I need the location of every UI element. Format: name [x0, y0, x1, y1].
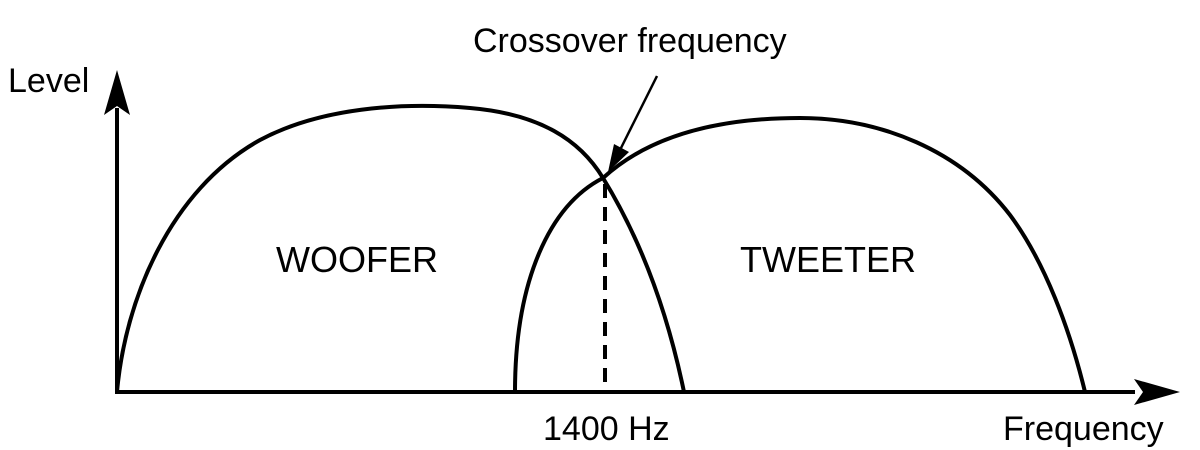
x-axis-arrowhead	[1134, 379, 1180, 405]
woofer-curve	[115, 103, 686, 393]
woofer-label: WOOFER	[276, 239, 438, 280]
callout-arrow-line	[618, 75, 659, 151]
tweeter-label: TWEETER	[740, 239, 916, 280]
y-axis-label: Level	[8, 62, 89, 100]
crossover-callout-label: Crossover frequency	[473, 22, 787, 60]
callout-arrowhead	[608, 144, 629, 172]
y-axis-arrowhead	[104, 70, 130, 115]
x-axis-label: Frequency	[1003, 410, 1164, 448]
tweeter-curve	[513, 115, 1087, 393]
crossover-value-label: 1400 Hz	[543, 410, 670, 448]
